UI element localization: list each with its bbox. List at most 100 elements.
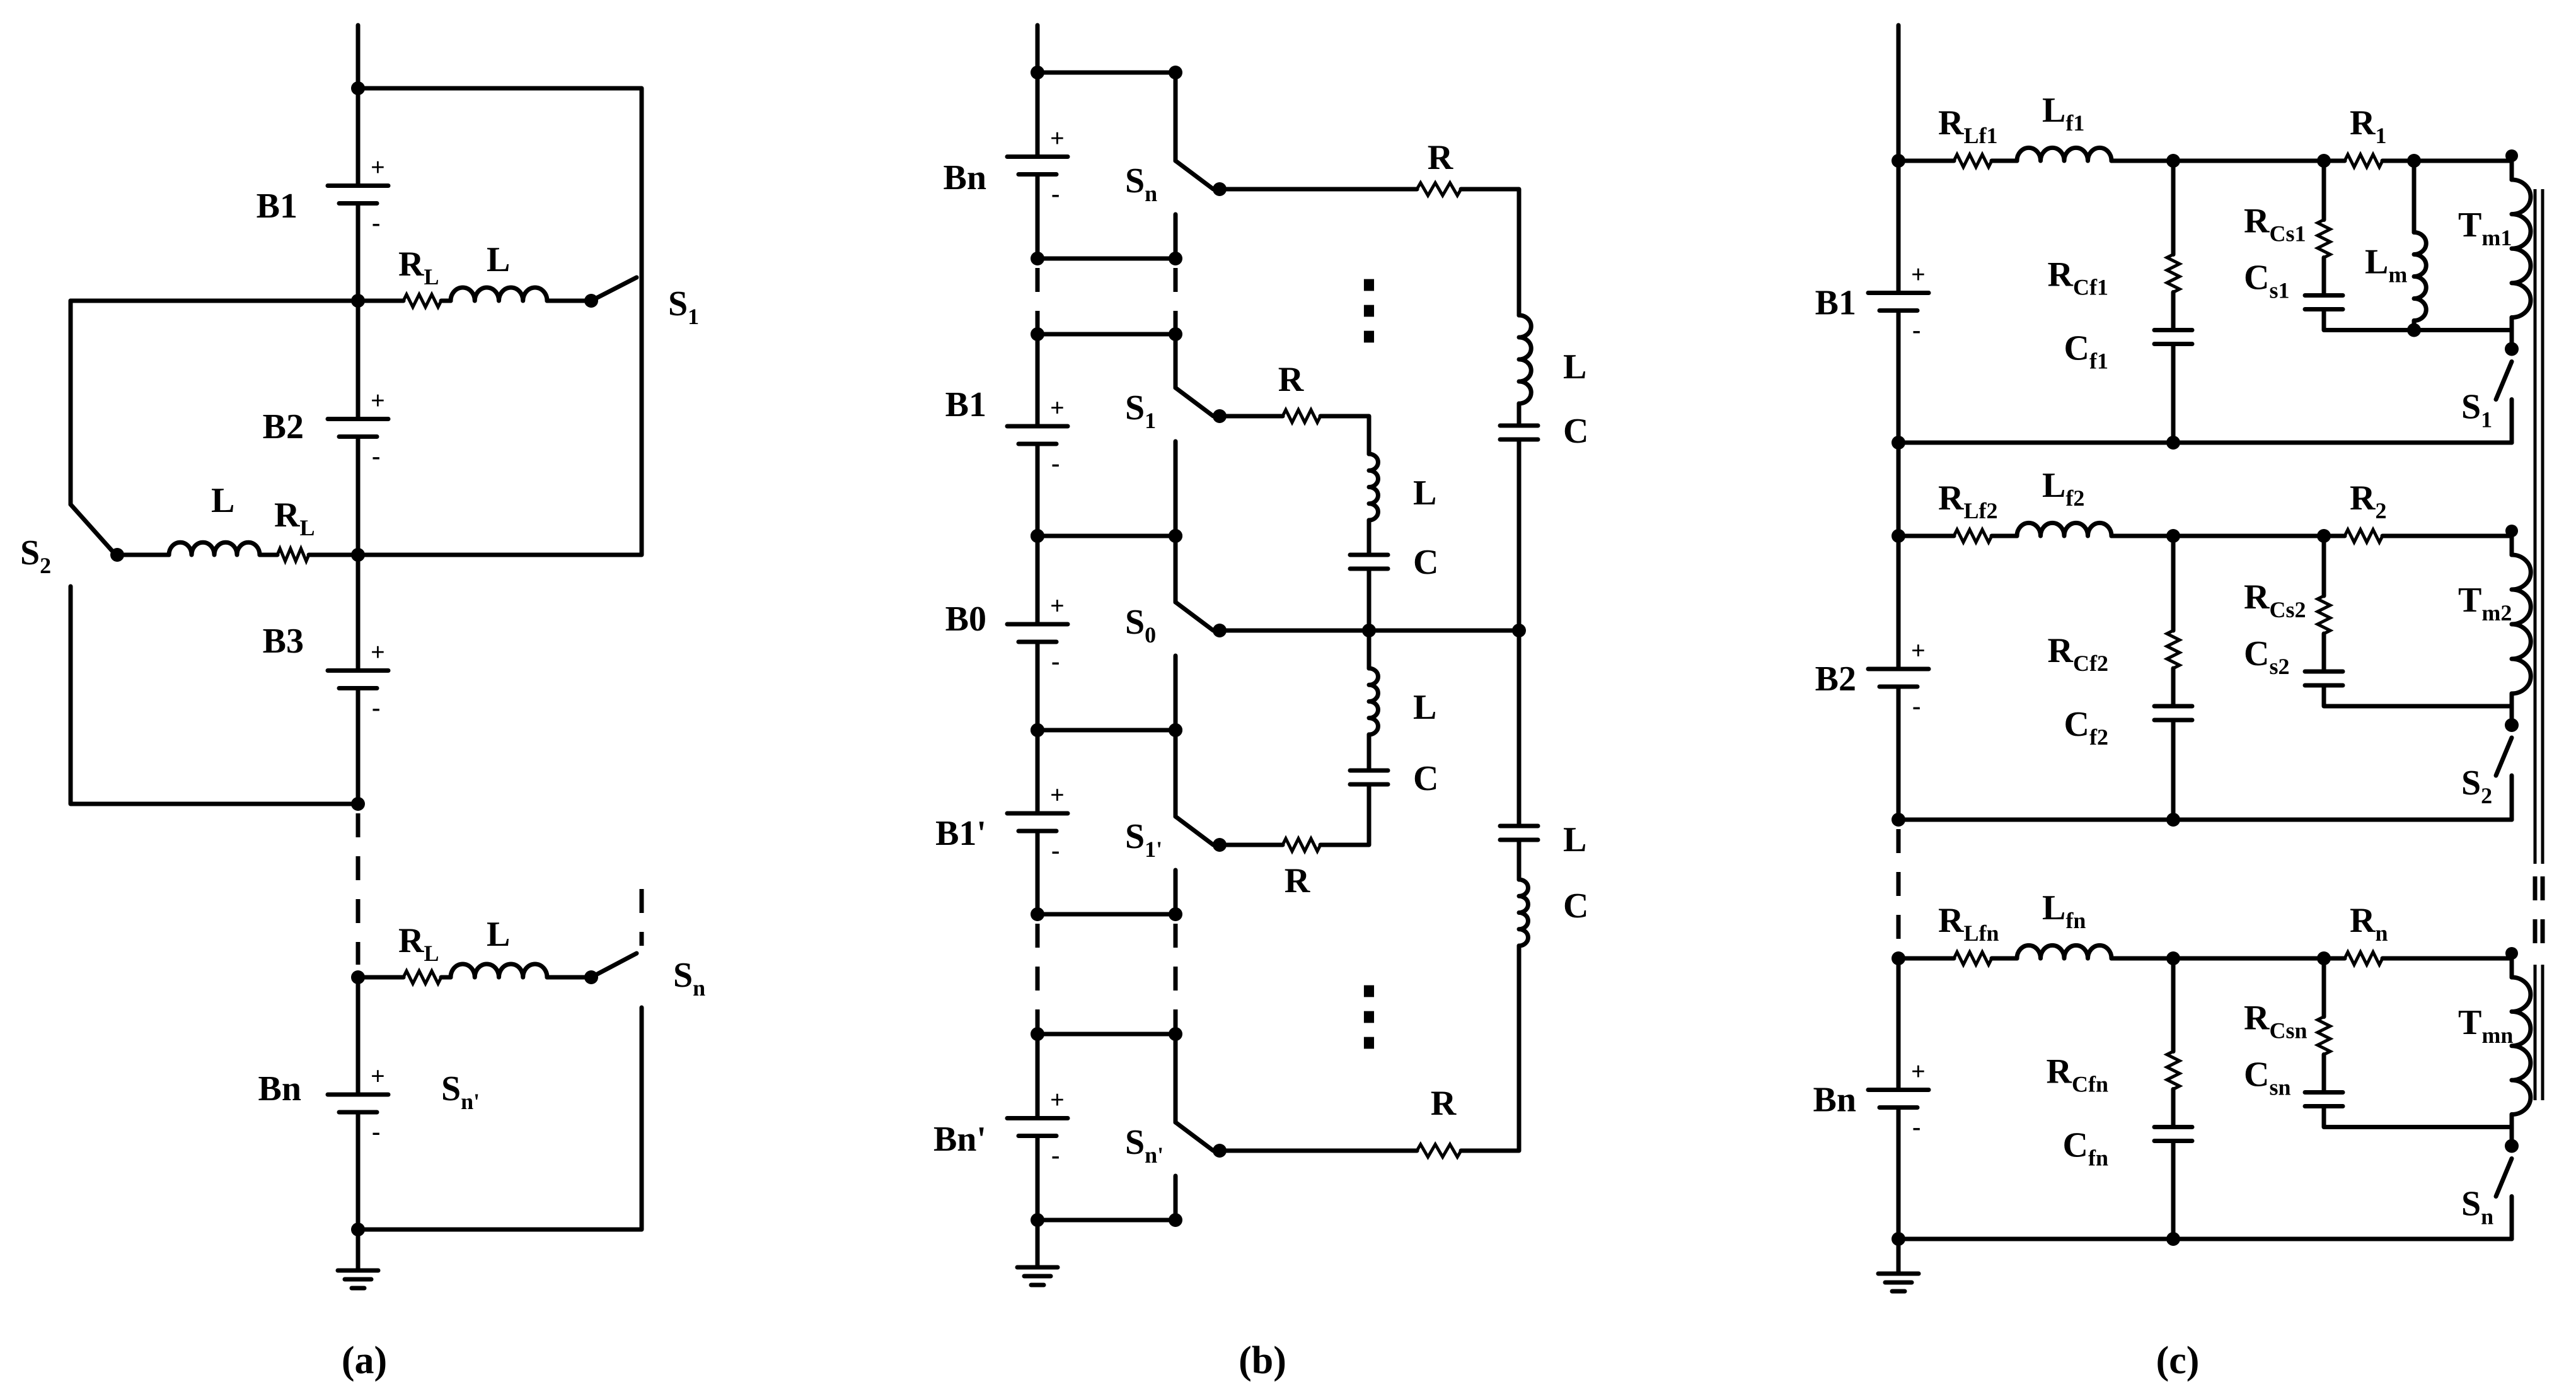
resistor-rl-1 — [401, 291, 443, 311]
inductor-l-2-label: L — [211, 481, 234, 520]
battery-b3-minus-sign: - — [372, 694, 380, 722]
inductor-l-1-label: L — [1413, 474, 1436, 513]
battery-b1-label: B1 — [945, 385, 986, 424]
battery-bn-minus-sign: - — [1051, 180, 1060, 208]
inductor-l-lower — [1516, 877, 1530, 948]
switch-b1p-blade — [1173, 814, 1216, 847]
battery-2-minus-sign: - — [1912, 692, 1920, 720]
cell-1-polarity-dot — [2505, 149, 2518, 162]
wire — [2321, 683, 2514, 709]
battery-bn-label: Bn — [258, 1069, 302, 1108]
switch-b1-blade — [1173, 385, 1216, 419]
inductor-l-top-label: L — [1563, 347, 1586, 386]
cell-1-switch-label: S1 — [2461, 388, 2492, 433]
cell-3-resistor-rcf — [2163, 1050, 2183, 1091]
cell-3-resistor-rcs-label: RCsn — [2244, 999, 2307, 1043]
cell-2-polarity-dot — [2505, 525, 2518, 537]
capacitor-c-lower-label: C — [1563, 886, 1588, 926]
cell-2-transformer-label: Tm2 — [2458, 581, 2512, 625]
inductor-l-1-label: L — [487, 240, 510, 279]
junction-dot — [2505, 1139, 2519, 1153]
cell-1-resistor-r — [2343, 151, 2384, 171]
cell-2-inductor-lf — [2014, 520, 2114, 538]
resistor-rl-1-label: RL — [398, 245, 439, 289]
cell-3-resistor-rlf — [1952, 948, 1994, 968]
wire — [2380, 158, 2514, 182]
cell-1-resistor-rcs-label: RCs1 — [2244, 202, 2306, 247]
cell-2-resistor-r — [2343, 526, 2384, 546]
wire — [2321, 1104, 2514, 1129]
battery-bn-plus-sign: + — [371, 1062, 385, 1090]
cell-2-switch-label: S2 — [2461, 764, 2492, 808]
wire — [2321, 307, 2514, 332]
wire — [1318, 414, 1372, 456]
resistor-rl-2-label: RL — [274, 496, 315, 540]
battery-b2-plus-sign: + — [371, 386, 385, 415]
cell-1-inductor-lf-label: Lf1 — [2042, 91, 2084, 136]
battery-bn-label: Bn — [944, 158, 987, 197]
cell-3-polarity-dot — [2505, 947, 2518, 960]
cell-1-resistor-rcs — [2314, 218, 2334, 259]
inductor-l-n — [448, 962, 550, 980]
cell-3-capacitor-cf-label: Cfn — [2063, 1126, 2108, 1171]
cell-2-resistor-rcf-label: RCf2 — [2048, 631, 2108, 676]
cell-2-inductor-lf-label: Lf2 — [2042, 466, 2084, 511]
cell-3-resistor-rlf-label: RLfn — [1938, 901, 1999, 946]
cell-1-transformer-label: Tm1 — [2458, 206, 2512, 250]
battery-b1-plus-sign: + — [371, 153, 385, 182]
wire — [1458, 187, 1522, 318]
inductor-l-2 — [166, 540, 262, 557]
wire — [1318, 782, 1372, 847]
resistor-rl-n-label: RL — [398, 921, 439, 966]
cell-3-resistor-r-label: Rn — [2350, 901, 2388, 946]
battery-b0-minus-sign: - — [1051, 647, 1060, 675]
battery-3-plus-sign: + — [1911, 1057, 1926, 1086]
junction-dot — [2407, 154, 2421, 168]
battery-b2-minus-sign: - — [372, 442, 380, 470]
cell-2-switch-blade — [2493, 735, 2514, 778]
wire — [355, 1005, 644, 1232]
battery-bnp-plus-sign: + — [1050, 1086, 1065, 1114]
inductor-l-2-label: L — [1413, 688, 1436, 727]
resistor-r-n — [1415, 180, 1463, 199]
wire — [355, 86, 644, 330]
cell-3-switch-label: Sn — [2461, 1185, 2493, 1229]
ellipsis-upper: ⋮ — [1331, 267, 1407, 351]
cell-2-transformer-winding — [2509, 552, 2533, 696]
battery-b2-label: B2 — [263, 407, 304, 446]
junction-dot — [2407, 323, 2421, 337]
inductor-l-2 — [1366, 666, 1380, 737]
battery-b3-plus-sign: + — [371, 638, 385, 666]
switch-sn-blade — [589, 951, 639, 980]
resistor-rl-2 — [275, 544, 311, 566]
battery-2-plus-sign: + — [1911, 636, 1926, 665]
battery-bn-minus-sign: - — [372, 1117, 380, 1146]
inductor-l-1 — [448, 285, 550, 303]
wire — [1458, 943, 1522, 1153]
cell-2-resistor-rcs-label: RCs2 — [2244, 578, 2306, 622]
wire — [355, 328, 644, 557]
battery-3-label: Bn — [1813, 1081, 1857, 1120]
switch-sn-prime-label: Sn' — [441, 1069, 480, 1114]
resistor-r-1p-label: R — [1285, 861, 1310, 900]
capacitor-c-2-label: C — [1413, 759, 1438, 798]
cell-2-resistor-rcf — [2163, 629, 2183, 670]
battery-bnp-minus-sign: - — [1051, 1141, 1060, 1170]
switch-bn-blade — [1173, 158, 1216, 192]
cell-3-inductor-lf — [2014, 943, 2114, 961]
ellipsis-lower: ⋮ — [1331, 973, 1407, 1057]
cell-1-capacitor-cf-label: Cf1 — [2064, 329, 2108, 374]
switch-bnp-label: Sn' — [1125, 1123, 1164, 1168]
cell-2-capacitor-cs-label: Cs2 — [2244, 634, 2289, 679]
switch-b0-blade — [1173, 600, 1216, 633]
resistor-rl-n — [401, 967, 443, 987]
cell-1-resistor-r-label: R1 — [2350, 103, 2386, 148]
capacitor-c-top-label: C — [1563, 412, 1588, 451]
cell-3-resistor-rcf-label: RCfn — [2047, 1052, 2108, 1097]
switch-s2-blade — [68, 502, 116, 555]
wire — [68, 584, 361, 806]
junction-dot — [2505, 342, 2519, 356]
